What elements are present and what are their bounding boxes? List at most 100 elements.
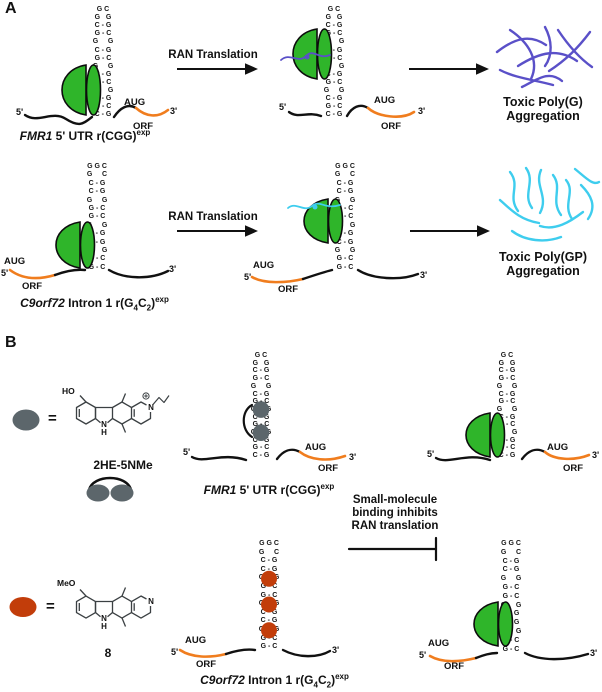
hairpin-row: G - C	[260, 591, 278, 599]
three-prime-strand	[345, 104, 370, 118]
hairpin-row: G - C	[325, 103, 343, 111]
hairpin-row: C - G	[325, 111, 343, 119]
hairpin-row: G C	[500, 352, 514, 359]
hairpin-row: G G	[498, 359, 516, 367]
arrowhead	[477, 225, 490, 237]
gray-ligand-circle	[252, 401, 270, 418]
hairpin-row: C - G	[502, 566, 520, 574]
c9-a-left-strands	[8, 268, 170, 280]
five-prime-strand	[23, 113, 94, 126]
ribosome-lobe	[465, 412, 491, 458]
five-prime-strand	[190, 455, 248, 462]
hairpin-row: G - C	[260, 643, 278, 651]
hairpin-row: G - C	[336, 255, 354, 263]
ribosome-lobe	[316, 28, 333, 80]
three-prime-strand	[356, 268, 420, 280]
red-ligand-circle	[261, 570, 277, 587]
hairpin-row: G C	[334, 171, 356, 179]
orf-strand	[366, 106, 416, 118]
hairpin-row: G - C	[498, 398, 516, 406]
three-prime-strand	[523, 651, 590, 661]
poly-g-aggregate	[495, 25, 594, 89]
hairpin-row: G G	[325, 14, 343, 22]
hairpin-row: G C	[258, 548, 280, 556]
hairpin-row: C - G	[502, 557, 520, 565]
ribosome-icon	[292, 28, 333, 80]
hairpin-row: C - G	[336, 188, 354, 196]
orf-strand	[134, 106, 170, 117]
hairpin-row: G - C	[94, 30, 112, 38]
hairpin-row: G C	[327, 6, 341, 13]
hairpin-row: G G	[92, 38, 114, 46]
orf-strand	[543, 450, 591, 461]
gray-ligand-circle	[86, 484, 110, 502]
orf-strand	[8, 268, 57, 280]
hairpin-row: G - C	[88, 213, 106, 221]
hairpin-row: G C	[86, 171, 108, 179]
ribosome-lobe	[79, 221, 96, 269]
ribosome-icon	[465, 412, 506, 458]
hairpin-row: G G	[250, 382, 272, 390]
hairpin-row: G - C	[88, 263, 106, 271]
fmr1-a-left-strands	[23, 104, 170, 126]
orf-strand	[178, 648, 228, 658]
hairpin-row: C - G	[88, 179, 106, 187]
five-prime-strand	[224, 648, 257, 656]
hairpin-row: G G	[252, 359, 270, 367]
hairpin-row: C - G	[325, 22, 343, 30]
ribosome-lobe	[61, 64, 87, 116]
ribosome-lobe	[489, 412, 506, 458]
three-prime-strand	[281, 648, 332, 658]
hairpin-row: C - G	[94, 22, 112, 30]
hairpin-row: C - G	[260, 565, 278, 573]
dimer-legend-icon	[86, 476, 134, 502]
arrowhead	[245, 63, 258, 75]
hairpin-row: G - C	[252, 444, 270, 452]
chem-structure-2he5nme	[75, 392, 170, 433]
hairpin-row: C - G	[325, 95, 343, 103]
three-prime-strand	[112, 104, 138, 119]
hairpin-row: G - C	[325, 78, 343, 86]
orf-strand	[428, 654, 478, 663]
c9-b-result-strands	[428, 651, 590, 663]
hairpin-row: G - C	[252, 375, 270, 383]
gray-compound-symbol	[12, 409, 40, 431]
ribosome-icon	[61, 64, 102, 116]
poly-gp-dot	[312, 204, 318, 210]
ribosome-icon	[303, 198, 344, 244]
fmr1-bound-ligands	[242, 401, 270, 442]
red-compound-symbol	[9, 597, 37, 617]
hairpin-row: G C	[500, 548, 522, 556]
hairpin-row: C - G	[252, 390, 270, 398]
ribosome-icon	[473, 601, 514, 647]
hairpin-row: G G	[323, 87, 345, 94]
hairpin-row: G G	[86, 196, 108, 204]
hairpin-row: C - G	[498, 390, 516, 398]
hairpin-row: G - C	[94, 54, 112, 62]
hairpin-row: G G	[496, 382, 518, 390]
hairpin-row: C - G	[252, 367, 270, 375]
arrowhead	[476, 63, 489, 75]
hairpin-row: G - C	[336, 263, 354, 271]
five-prime-strand	[287, 110, 323, 118]
hairpin-row: C - G	[336, 179, 354, 187]
fmr1-b-strands	[190, 448, 347, 462]
poly-gp-aggregate	[498, 166, 601, 242]
ribosome-lobe	[55, 221, 81, 269]
red-ligand-circle	[261, 596, 277, 613]
hairpin-row: G G C	[259, 540, 279, 547]
hairpin-row: C - G	[260, 617, 278, 625]
c9-bound-ligands	[261, 570, 277, 639]
ribosome-lobe	[473, 601, 499, 647]
hairpin-row: G - C	[88, 205, 106, 212]
hairpin-row: G - C	[502, 645, 520, 653]
hairpin-row: G G C	[87, 163, 107, 170]
ribosome-lobe	[303, 198, 329, 244]
five-prime-strand	[301, 268, 334, 281]
ribosome-icon	[55, 221, 96, 269]
fmr1-b-result-strands	[434, 448, 591, 462]
hairpin-row: G G C	[335, 163, 355, 170]
hairpin-row: C - G	[252, 452, 270, 460]
